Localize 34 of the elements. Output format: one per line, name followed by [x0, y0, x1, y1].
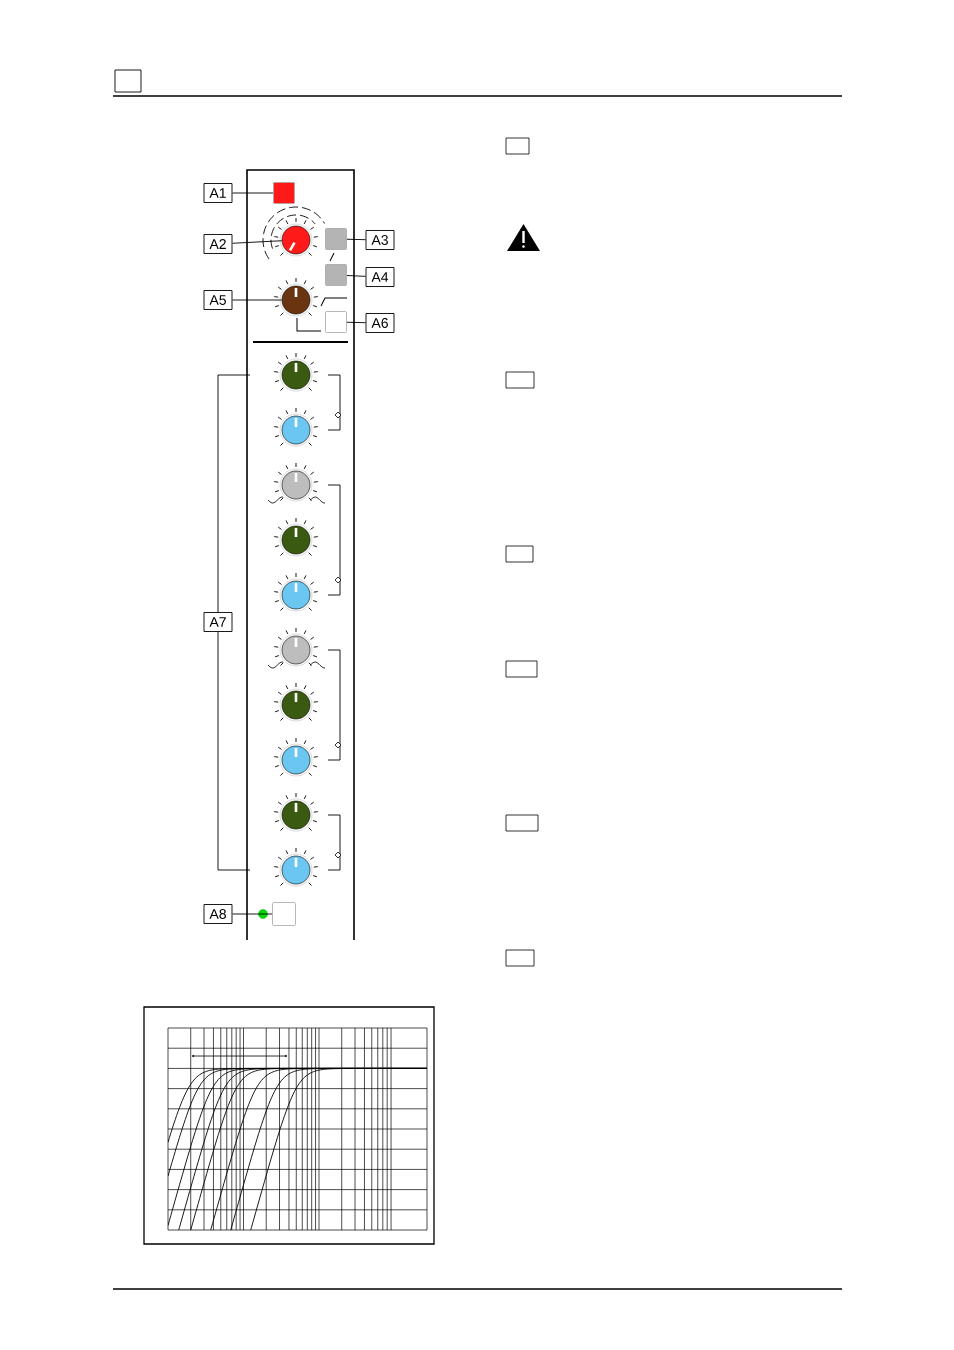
knob	[273, 352, 319, 392]
leader-line	[217, 631, 251, 871]
leader-line	[232, 192, 274, 194]
knob	[273, 462, 319, 502]
leader-line	[232, 240, 283, 244]
knob	[273, 217, 319, 257]
knob	[273, 517, 319, 557]
label-box: A5	[203, 290, 233, 310]
leader-line	[232, 299, 283, 301]
knob	[273, 792, 319, 832]
knob	[273, 277, 319, 317]
push-button	[325, 311, 347, 333]
knob	[273, 572, 319, 612]
leader-line	[232, 913, 273, 915]
label-box: A8	[203, 904, 233, 924]
label-box: A6	[365, 313, 395, 333]
push-button	[325, 264, 347, 286]
push-button	[272, 902, 296, 926]
label-box: A2	[203, 234, 233, 254]
label-box: A4	[365, 267, 395, 287]
knob	[273, 737, 319, 777]
label-box: A1	[203, 183, 233, 203]
knob	[273, 407, 319, 447]
leader-line	[217, 374, 251, 613]
knob	[273, 682, 319, 722]
leader-line	[346, 321, 366, 324]
knob	[273, 847, 319, 887]
push-button	[325, 228, 347, 250]
leader-line	[346, 238, 366, 241]
push-button	[273, 182, 295, 204]
label-box: A7	[203, 612, 233, 632]
knob	[273, 627, 319, 667]
label-box: A3	[365, 230, 395, 250]
leader-line	[346, 275, 366, 277]
